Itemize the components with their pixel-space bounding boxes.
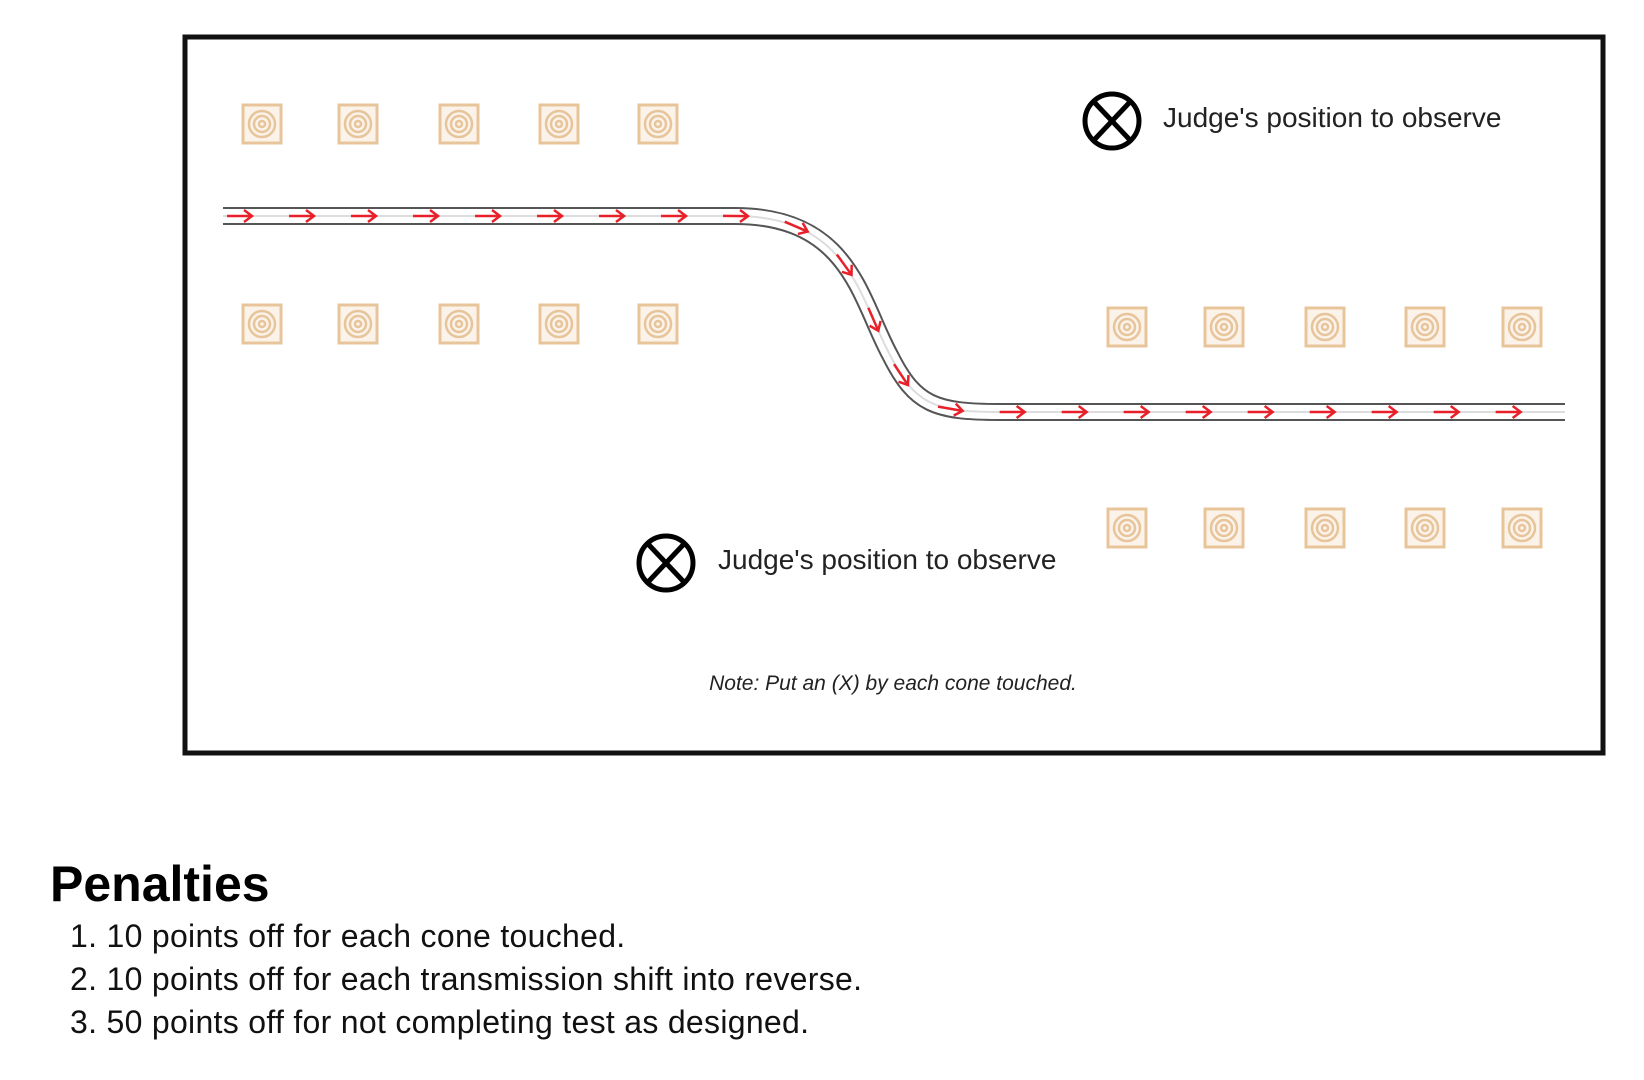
circled-x-icon xyxy=(636,533,696,593)
note-text: Note: Put an (X) by each cone touched. xyxy=(709,672,1077,695)
right-arrow-icon xyxy=(1495,405,1523,419)
judge-bottom-marker: Judge's position to observe xyxy=(636,533,1056,593)
right-arrow-icon xyxy=(1433,405,1461,419)
cone-target-icon xyxy=(637,303,679,345)
right-arrow-icon xyxy=(1309,405,1337,419)
penalty-item: 1. 10 points off for each cone touched. xyxy=(70,918,626,954)
right-arrow-icon xyxy=(227,209,255,223)
cone-target-icon xyxy=(241,303,283,345)
judge-bottom-label: Judge's position to observe xyxy=(718,544,1056,575)
penalty-item: 3. 50 points off for not completing test… xyxy=(70,1004,810,1040)
right-arrow-icon xyxy=(289,209,317,223)
right-arrow-icon xyxy=(835,253,853,277)
driving-path xyxy=(223,207,1565,421)
right-arrow-icon xyxy=(1185,405,1213,419)
right-arrow-icon xyxy=(413,209,441,223)
cone-target-icon xyxy=(1106,507,1148,549)
cone-target-icon xyxy=(637,103,679,145)
judge-top-label: Judge's position to observe xyxy=(1163,102,1501,133)
cone-target-icon xyxy=(538,103,580,145)
penalties-title: Penalties xyxy=(50,856,270,912)
right-arrow-icon xyxy=(892,363,910,387)
cones-group xyxy=(241,103,1543,549)
right-arrow-icon xyxy=(1371,405,1399,419)
cone-target-icon xyxy=(438,103,480,145)
right-arrow-icon xyxy=(599,209,627,223)
right-arrow-icon xyxy=(722,209,751,224)
right-arrow-icon xyxy=(351,209,379,223)
cone-target-icon xyxy=(538,303,580,345)
cone-target-icon xyxy=(1106,306,1148,348)
right-arrow-icon xyxy=(1247,405,1275,419)
right-arrow-icon xyxy=(475,209,503,223)
judge-top-marker: Judge's position to observe xyxy=(1082,91,1501,151)
course-diagram: Judge's position to observe Judge's posi… xyxy=(182,34,1606,756)
right-arrow-icon xyxy=(999,405,1027,419)
right-arrow-icon xyxy=(537,209,565,223)
penalty-item: 2. 10 points off for each transmission s… xyxy=(70,961,863,997)
circled-x-icon xyxy=(1082,91,1142,151)
cone-target-icon xyxy=(1404,507,1446,549)
right-arrow-icon xyxy=(784,220,810,236)
cone-target-icon xyxy=(1501,306,1543,348)
cone-target-icon xyxy=(241,103,283,145)
cone-target-icon xyxy=(1304,306,1346,348)
arrow-group xyxy=(227,209,1523,419)
penalties-list: 1. 10 points off for each cone touched. … xyxy=(50,915,1250,1044)
right-arrow-icon xyxy=(1061,405,1089,419)
penalties-section: Penalties 1. 10 points off for each cone… xyxy=(50,855,1250,1044)
right-arrow-icon xyxy=(867,307,882,333)
cone-target-icon xyxy=(1203,507,1245,549)
cone-target-icon xyxy=(438,303,480,345)
right-arrow-icon xyxy=(1123,405,1151,419)
cone-target-icon xyxy=(337,103,379,145)
right-arrow-icon xyxy=(661,209,689,223)
course-frame xyxy=(182,34,1606,756)
cone-target-icon xyxy=(1203,306,1245,348)
cone-target-icon xyxy=(1304,507,1346,549)
cone-target-icon xyxy=(1501,507,1543,549)
cone-target-icon xyxy=(337,303,379,345)
right-arrow-icon xyxy=(937,402,965,417)
cone-target-icon xyxy=(1404,306,1446,348)
